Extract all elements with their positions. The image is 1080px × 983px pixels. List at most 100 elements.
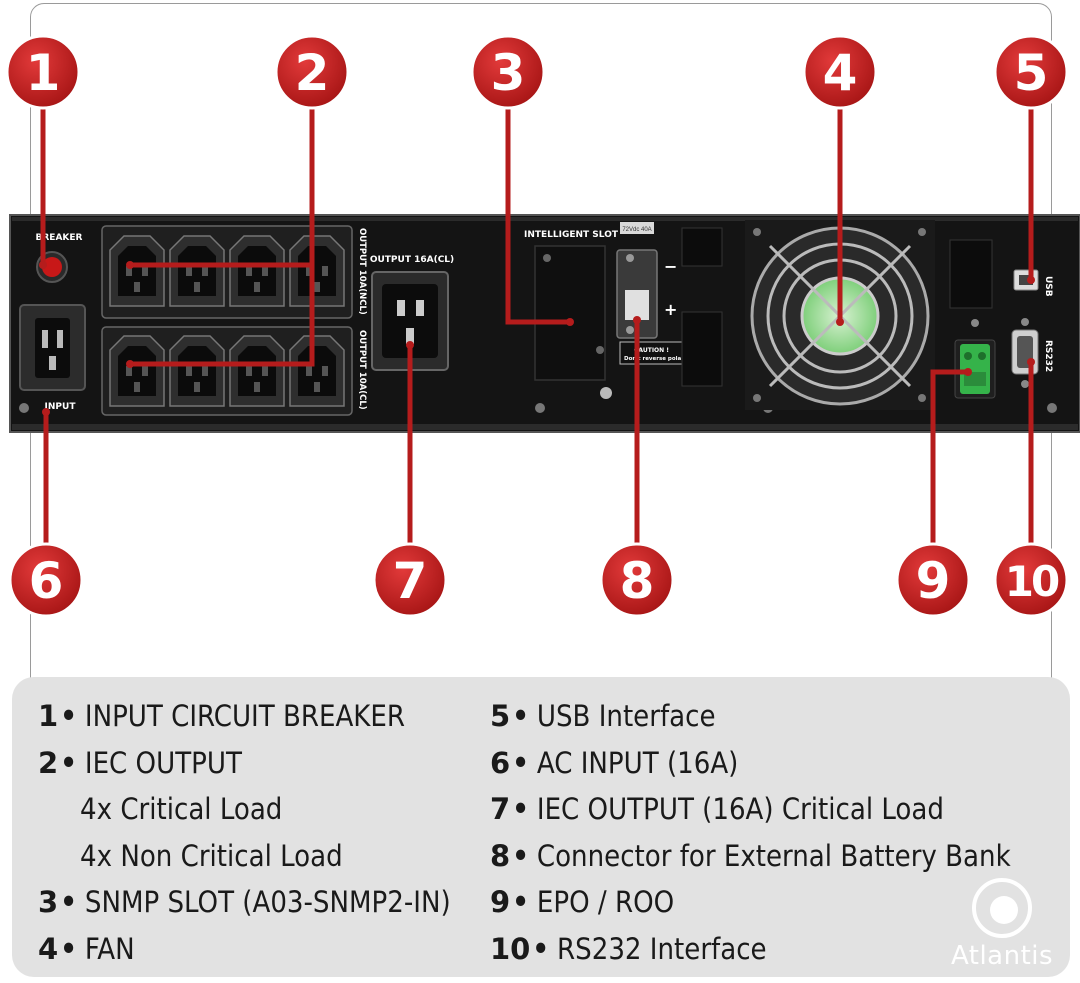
legend-text: INPUT CIRCUIT BREAKER <box>84 699 406 733</box>
intelligent-slot <box>534 245 606 381</box>
battery-rating-text: 72Vdc 40A <box>622 227 651 233</box>
iec-outlet-cavity <box>178 346 216 396</box>
legend-panel: 1•INPUT CIRCUIT BREAKER 2•IEC OUTPUT 4x … <box>12 677 1070 977</box>
epo-connector[interactable] <box>960 344 990 394</box>
legend-item: 2•IEC OUTPUT <box>38 740 451 787</box>
legend-text: SNMP SLOT (A03-SNMP2-IN) <box>84 885 451 919</box>
ac-input-pin <box>42 330 48 348</box>
output-noncritical-label: OUTPUT 10A(NCL) <box>357 228 367 315</box>
screw <box>535 403 545 413</box>
iec-outlet-cavity <box>298 346 336 396</box>
leader-dot <box>406 341 414 349</box>
knockout-plate <box>681 311 723 387</box>
legend-bullet: • <box>512 838 529 873</box>
iec-outlet-pin <box>126 266 132 276</box>
leader-dots <box>39 261 1035 416</box>
callout-badge-10: 10 <box>993 542 1069 618</box>
iec-outlet-pin <box>306 366 312 376</box>
legend-text: 4x Non Critical Load <box>80 838 343 873</box>
ac-input-pin <box>57 330 63 348</box>
fan-screw <box>753 394 761 402</box>
atlantis-logo-icon <box>972 878 1032 938</box>
leader-dot <box>633 316 641 324</box>
iec-outlet-pin <box>322 366 328 376</box>
iec-outlet-pin <box>202 366 208 376</box>
iec-outlet-pin <box>194 282 200 292</box>
legend-text: IEC OUTPUT (16A) Critical Load <box>536 792 944 826</box>
iec-outlet-pin <box>314 382 320 392</box>
callout-badge-6: 6 <box>8 542 84 618</box>
callout-badge-8: 8 <box>599 542 675 618</box>
legend-bullet: • <box>512 699 529 733</box>
legend-bullet: • <box>512 792 529 826</box>
legend-bullet: • <box>512 745 529 780</box>
output-16a-pin <box>406 328 414 344</box>
legend-text: FAN <box>84 931 135 966</box>
legend-item: 6•AC INPUT (16A) <box>490 740 1011 787</box>
leader-line-9 <box>930 369 971 548</box>
iec-outlet-pin <box>246 366 252 376</box>
leader-line-2-bottom <box>127 262 315 367</box>
iec-outlet-pin <box>186 366 192 376</box>
callout-number: 7 <box>393 552 428 610</box>
leader-lines <box>40 107 1034 548</box>
leader-dot <box>42 408 50 416</box>
iec-outlet-pin <box>246 266 252 276</box>
callout-number: 10 <box>1005 557 1059 606</box>
panel-top-edge <box>12 217 1078 221</box>
breaker-button[interactable] <box>42 257 62 277</box>
legend-number: 3 <box>38 885 59 919</box>
iec-outlet-cavity <box>298 246 336 296</box>
iec-outlet-pin <box>142 366 148 376</box>
callout-badge-9: 9 <box>895 542 971 618</box>
callout-badge-3: 3 <box>470 34 546 110</box>
legend-bullet: • <box>532 931 550 966</box>
legend-subitem: 4x Non Critical Load <box>38 833 451 880</box>
output-16a-label: OUTPUT 16A(CL) <box>370 255 454 265</box>
leader-dot <box>39 261 47 269</box>
legend-text: USB Interface <box>536 699 716 733</box>
legend-item: 7•IEC OUTPUT (16A) Critical Load <box>490 786 1011 833</box>
legend-bullet: • <box>512 885 529 919</box>
slot-screw <box>543 254 551 262</box>
callout-badge-5: 5 <box>993 34 1069 110</box>
battery-rating-plate <box>620 222 654 234</box>
fan-screw <box>753 228 761 236</box>
legend-number: 8 <box>490 838 511 873</box>
leader-dot <box>1027 276 1035 284</box>
iec-outlet-pin <box>262 266 268 276</box>
screw <box>19 403 29 413</box>
ground-screw <box>600 387 612 399</box>
legend-number: 2 <box>38 745 59 780</box>
callout-number: 5 <box>1014 44 1049 102</box>
brand: Atlantis <box>942 877 1062 971</box>
battery-plus: + <box>664 300 677 319</box>
legend-text: EPO / ROO <box>536 885 675 919</box>
callout-badge-1: 1 <box>5 34 81 110</box>
ac-input-pin <box>49 356 56 370</box>
legend-number: 4 <box>38 931 59 966</box>
iec-outlet-pin <box>262 366 268 376</box>
input-label: INPUT <box>45 402 77 412</box>
usb-label: USB <box>1043 276 1053 297</box>
epo-screw <box>971 319 979 327</box>
epo-terminal <box>964 352 972 360</box>
iec-outlet-pin <box>134 282 140 292</box>
legend-bullet: • <box>60 699 77 733</box>
iec-outlet-pin <box>194 382 200 392</box>
callout-number: 8 <box>620 552 655 610</box>
iec-outlet-pin <box>126 366 132 376</box>
leader-dot <box>836 318 844 326</box>
legend-number: 5 <box>490 699 511 733</box>
legend-text: Connector for External Battery Bank <box>536 838 1011 873</box>
leader-dot <box>964 368 972 376</box>
legend-text: 4x Critical Load <box>80 792 283 826</box>
callout-number: 3 <box>491 44 526 102</box>
callout-badge-2: 2 <box>274 34 350 110</box>
legend-bullet: • <box>60 745 77 780</box>
legend-item: 8•Connector for External Battery Bank <box>490 833 1011 880</box>
callout-number: 1 <box>26 44 61 102</box>
legend-number: 7 <box>490 792 511 826</box>
legend-item: 3•SNMP SLOT (A03-SNMP2-IN) <box>38 879 451 926</box>
